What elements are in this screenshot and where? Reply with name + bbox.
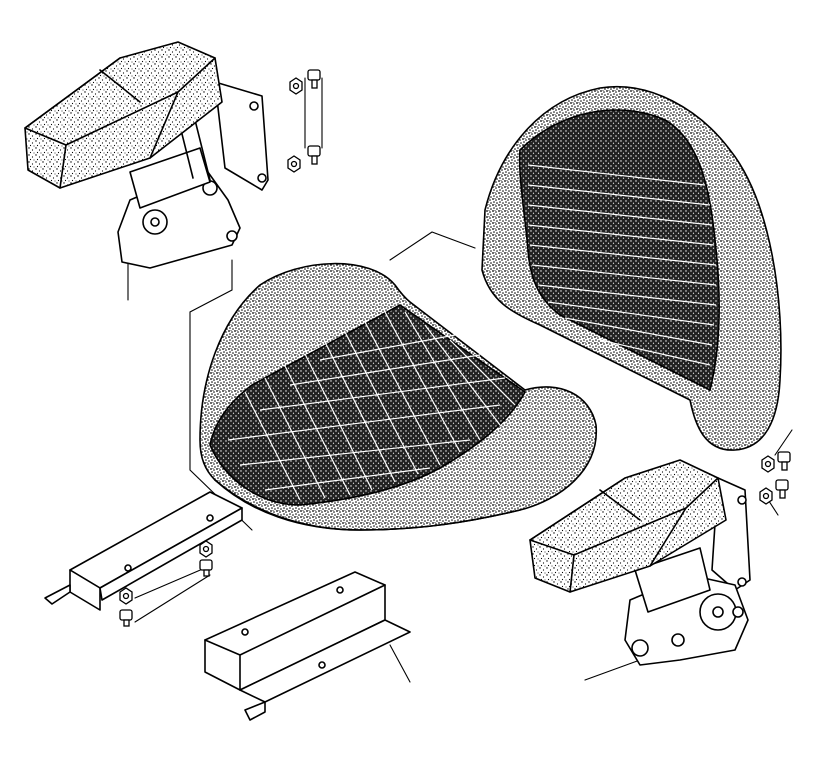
nut	[119, 587, 133, 605]
nut	[761, 455, 775, 473]
leader-lines	[127, 77, 793, 683]
bolts	[287, 69, 321, 173]
bolt	[777, 451, 791, 471]
nut	[759, 487, 773, 505]
seat-cushion	[199, 262, 597, 531]
nut	[199, 540, 213, 558]
left-armrest	[24, 41, 269, 269]
front-mounting-rail	[44, 491, 243, 611]
bolt	[307, 145, 321, 165]
right-armrest	[529, 459, 751, 666]
bolts-right	[759, 451, 791, 505]
nut	[287, 155, 301, 173]
nuts	[119, 540, 213, 627]
nut	[289, 77, 303, 95]
bolt	[119, 609, 133, 627]
bolt	[775, 479, 789, 499]
backrest-cushion	[481, 86, 782, 451]
bolt	[307, 69, 321, 89]
bolt	[199, 559, 213, 577]
rear-mounting-rail	[204, 571, 411, 721]
